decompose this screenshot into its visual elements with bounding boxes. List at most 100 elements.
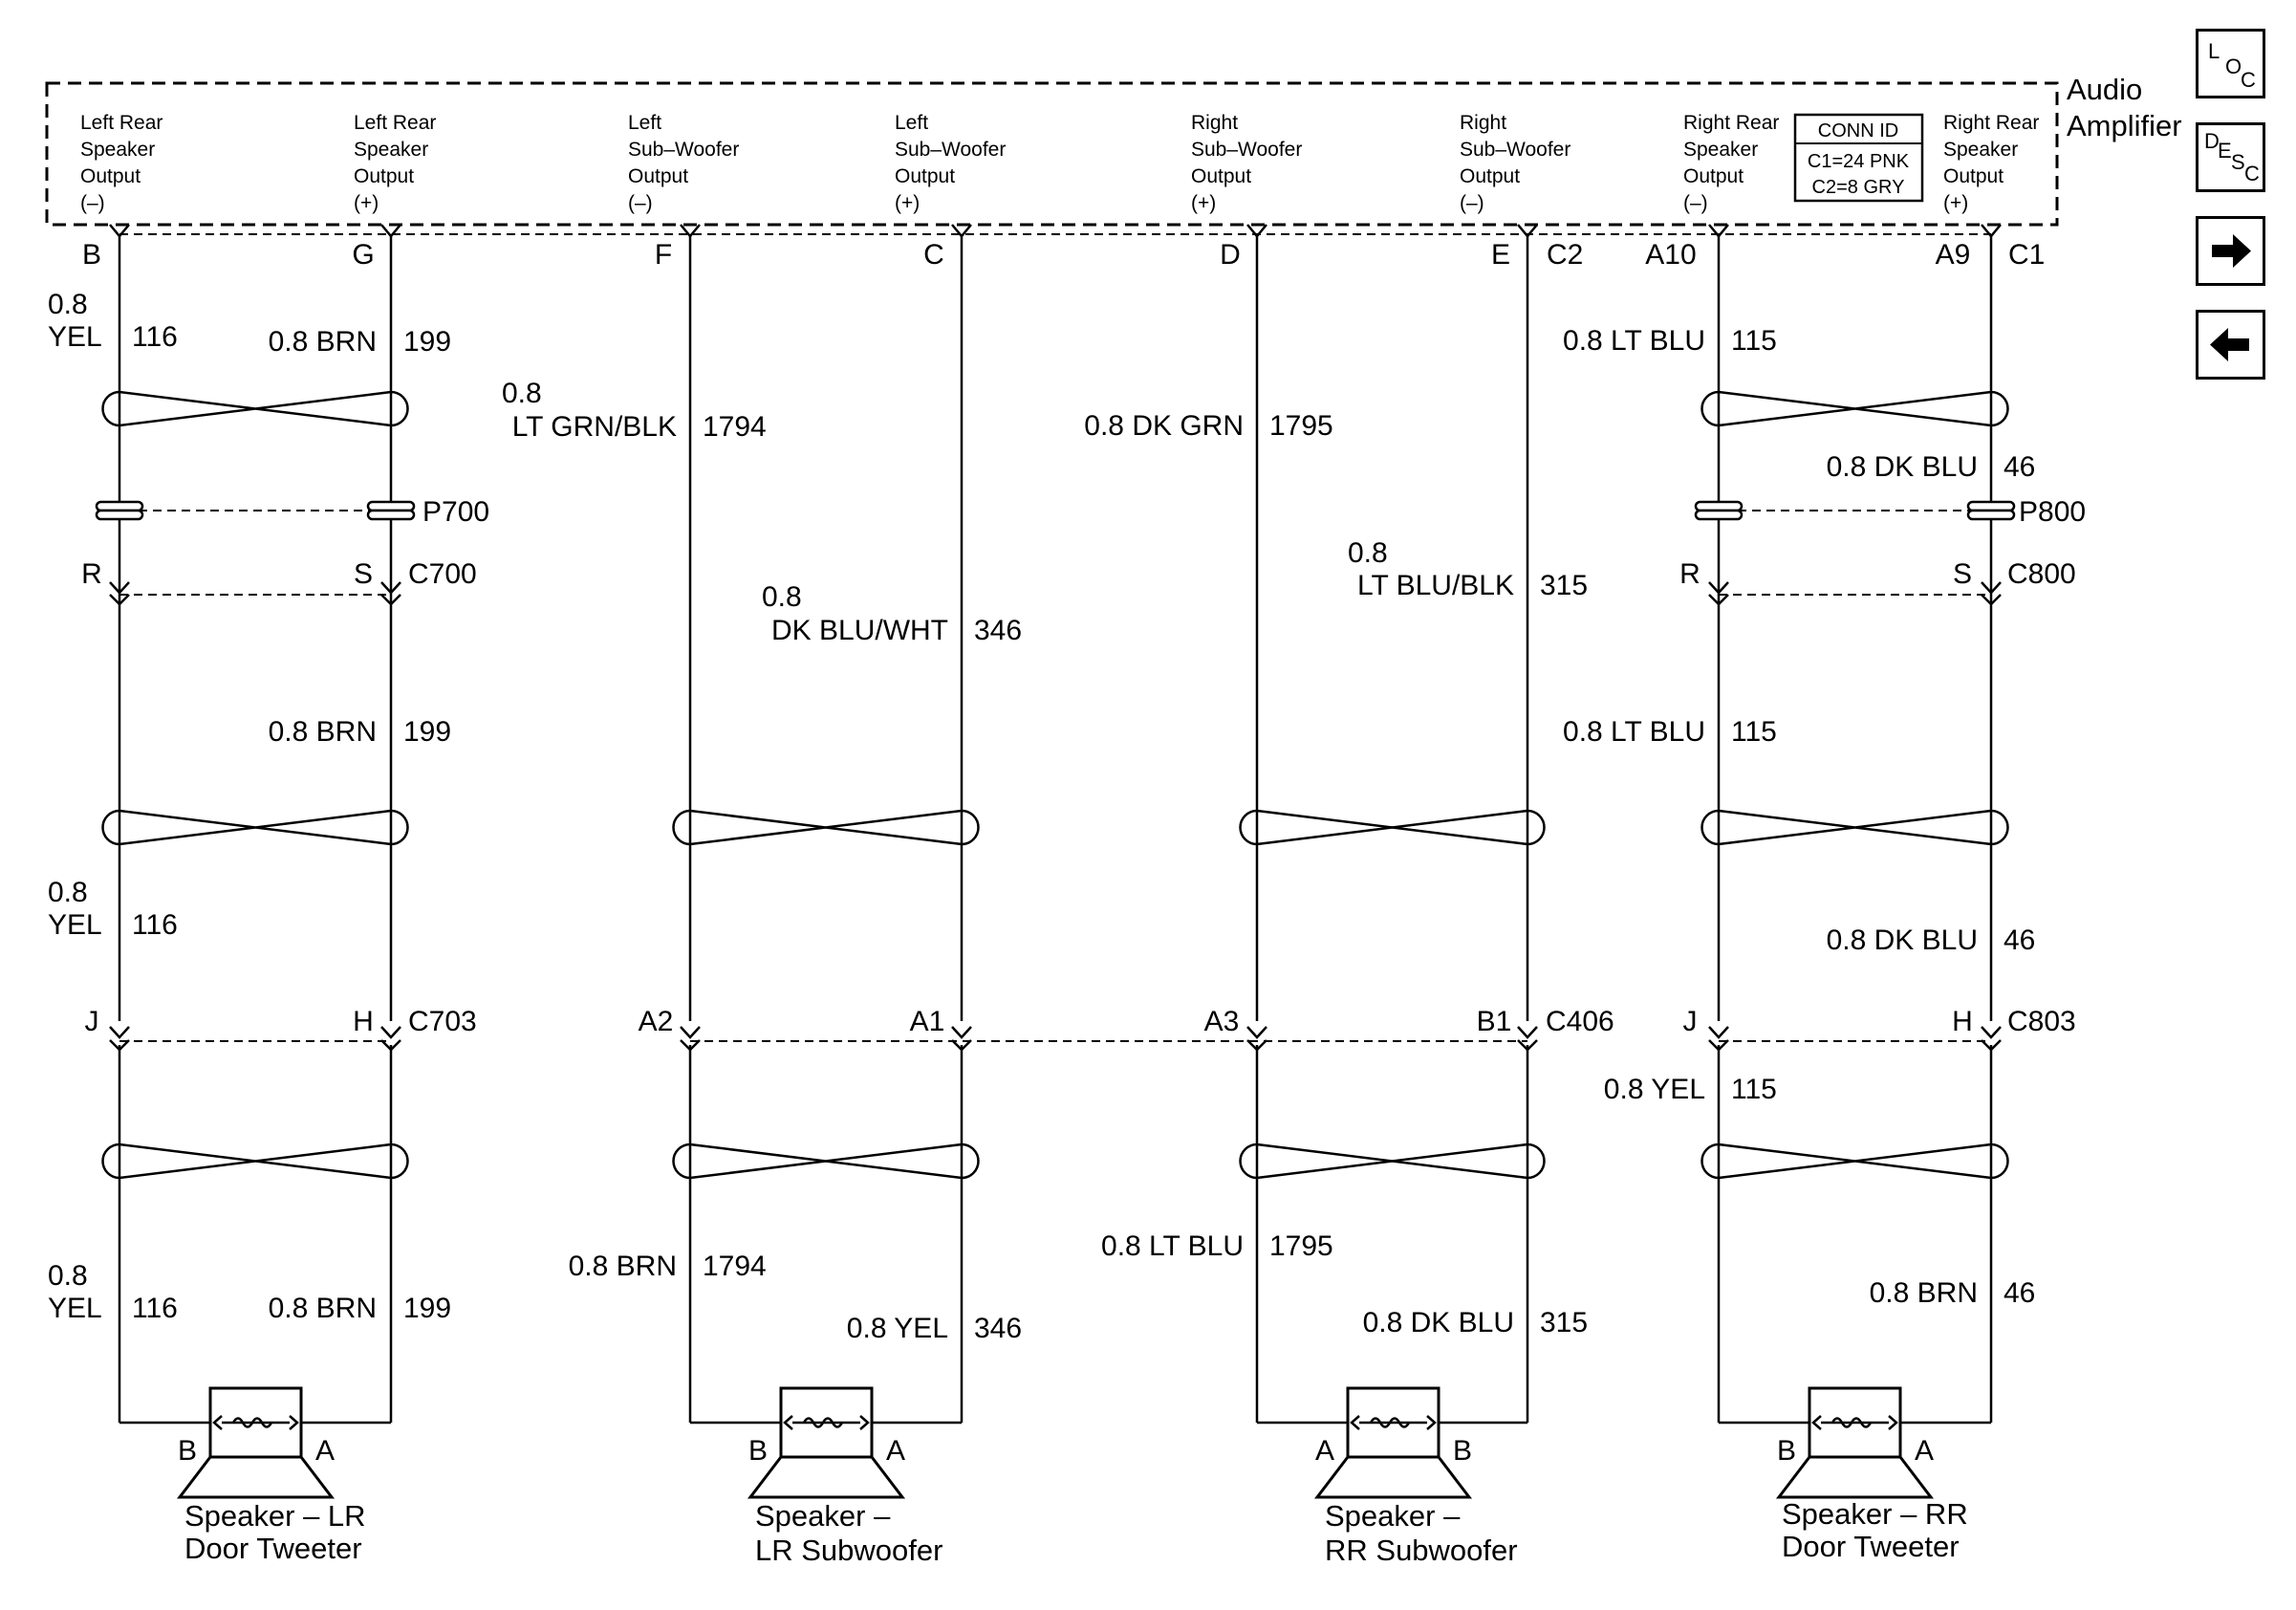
twisted-pair-markers — [101, 390, 2009, 1180]
speaker-name-line1: Speaker – RR — [1782, 1497, 1968, 1531]
svg-text:Speaker: Speaker — [354, 139, 428, 161]
wire-label: 0.8 LT BLU — [1101, 1230, 1244, 1262]
svg-text:Right Rear: Right Rear — [1683, 112, 1779, 134]
svg-text:Output: Output — [1460, 165, 1520, 187]
output-header-rsub-pos: Right Sub–Woofer Output (+) — [1191, 112, 1302, 214]
svg-text:(+): (+) — [354, 192, 379, 214]
pin-b: B — [82, 239, 101, 271]
pin-r-c700: R — [81, 558, 102, 590]
circuit-number: 199 — [403, 326, 451, 358]
circuit-number: 346 — [974, 1313, 1022, 1344]
pin-g: G — [352, 239, 374, 271]
svg-text:(–): (–) — [628, 192, 653, 214]
svg-text:Output: Output — [895, 165, 955, 187]
circuit-number: 1794 — [703, 1251, 767, 1282]
wire-label: 0.8 BRN — [1870, 1277, 1978, 1309]
c406-label: C406 — [1546, 1006, 1614, 1037]
circuit-number: 199 — [403, 716, 451, 748]
output-header-rr-neg: Right Rear Speaker Output (–) — [1683, 112, 1779, 214]
loc-button[interactable]: L O C — [2196, 29, 2265, 98]
speaker-name-line1: Speaker – LR — [184, 1499, 366, 1533]
circuit-number: 115 — [1731, 1074, 1777, 1105]
svg-text:(–): (–) — [1460, 192, 1484, 214]
wire-label: LT GRN/BLK — [512, 411, 677, 443]
desc-letter-e: E — [2218, 139, 2232, 163]
wire-label: YEL — [48, 1293, 102, 1324]
output-header-lr-pos: Left Rear Speaker Output (+) — [354, 112, 436, 214]
amplifier-title-line2: Amplifier — [2067, 109, 2182, 142]
speaker-name-line2: Door Tweeter — [184, 1532, 362, 1565]
circuit-number: 315 — [1540, 570, 1588, 601]
svg-text:Speaker: Speaker — [80, 139, 155, 161]
pin-j-c803: J — [1683, 1006, 1698, 1037]
speaker-name-line1: Speaker – — [755, 1499, 891, 1533]
speaker-lr-subwoofer: B A Speaker – LR Subwoofer — [690, 1386, 962, 1567]
pin-a2-c406: A2 — [639, 1006, 674, 1037]
circuit-number: 199 — [403, 1293, 451, 1324]
svg-text:Right: Right — [1191, 112, 1238, 134]
desc-button[interactable]: D E S C — [2196, 122, 2265, 192]
svg-text:Output: Output — [1943, 165, 2004, 187]
svg-text:(+): (+) — [1191, 192, 1216, 214]
circuit-number: 116 — [132, 909, 178, 941]
wire-runs — [118, 236, 1993, 1423]
wire-label: 0.8 LT BLU — [1563, 325, 1705, 357]
wire-label: 0.8 BRN — [269, 326, 377, 358]
speaker-pin: A — [1315, 1435, 1334, 1467]
speaker-rr-door-tweeter: B A Speaker – RR Door Tweeter — [1719, 1386, 1991, 1563]
svg-text:Left Rear: Left Rear — [354, 112, 436, 134]
p700-label: P700 — [422, 496, 489, 528]
pin-h-c803: H — [1952, 1006, 1973, 1037]
svg-text:Sub–Woofer: Sub–Woofer — [895, 139, 1006, 161]
pin-a3-c406: A3 — [1204, 1006, 1240, 1037]
connector-c700: P700 R S C700 — [81, 496, 489, 606]
svg-text:Right: Right — [1460, 112, 1506, 134]
wire-label: 0.8 YEL — [1604, 1074, 1705, 1105]
speaker-name-line1: Speaker – — [1325, 1499, 1461, 1533]
wire-label: 0.8 BRN — [269, 1293, 377, 1324]
wire-label: 0.8 DK BLU — [1827, 925, 1978, 956]
wire-label: 0.8 — [48, 289, 88, 320]
c700-label: C700 — [408, 558, 477, 590]
output-header-rsub-neg: Right Sub–Woofer Output (–) — [1460, 112, 1570, 214]
svg-text:Sub–Woofer: Sub–Woofer — [628, 139, 739, 161]
svg-text:(+): (+) — [895, 192, 920, 214]
output-header-lsub-neg: Left Sub–Woofer Output (–) — [628, 112, 739, 214]
wire-label: 0.8 BRN — [269, 716, 377, 748]
right-arrow-icon — [2212, 234, 2251, 268]
connector-c800: P800 R S C800 — [1679, 496, 2086, 606]
svg-text:Output: Output — [80, 165, 141, 187]
wire-label: 0.8 DK BLU — [1363, 1307, 1514, 1338]
speaker-pin: B — [1777, 1435, 1796, 1467]
conn-id-box: CONN ID C1=24 PNK C2=8 GRY — [1793, 113, 1924, 203]
speaker-name-line2: LR Subwoofer — [755, 1534, 942, 1567]
wire-label: 0.8 — [502, 378, 542, 409]
speaker-rr-subwoofer: A B Speaker – RR Subwoofer — [1257, 1386, 1527, 1567]
wire-label: DK BLU/WHT — [771, 615, 948, 646]
circuit-number: 315 — [1540, 1307, 1588, 1338]
left-arrow-icon — [2210, 328, 2249, 361]
wire-label: 0.8 — [762, 581, 802, 613]
svg-text:Output: Output — [1191, 165, 1251, 187]
next-page-button[interactable] — [2196, 216, 2265, 286]
pin-a9: A9 — [1936, 239, 1971, 271]
p800-label: P800 — [2019, 496, 2086, 528]
wire-label: 0.8 YEL — [847, 1313, 948, 1344]
svg-text:Output: Output — [628, 165, 688, 187]
output-header-lsub-pos: Left Sub–Woofer Output (+) — [895, 112, 1006, 214]
prev-page-button[interactable] — [2196, 310, 2265, 380]
circuit-number: 346 — [974, 615, 1022, 646]
speaker-name-line2: RR Subwoofer — [1325, 1534, 1518, 1567]
wire-label: LT BLU/BLK — [1357, 570, 1514, 601]
loc-letter-o: O — [2225, 54, 2242, 78]
desc-letter-c: C — [2244, 162, 2260, 185]
svg-text:(–): (–) — [1683, 192, 1708, 214]
conn-id-c1: C1=24 PNK — [1808, 151, 1910, 172]
svg-text:Output: Output — [1683, 165, 1744, 187]
wire-label: 0.8 — [48, 1260, 88, 1292]
amplifier-title-line1: Audio — [2067, 73, 2142, 106]
circuit-number: 115 — [1731, 325, 1777, 357]
conn-id-title: CONN ID — [1818, 120, 1898, 141]
circuit-number: 46 — [2004, 451, 2035, 483]
speaker-pin: A — [1915, 1435, 1934, 1467]
